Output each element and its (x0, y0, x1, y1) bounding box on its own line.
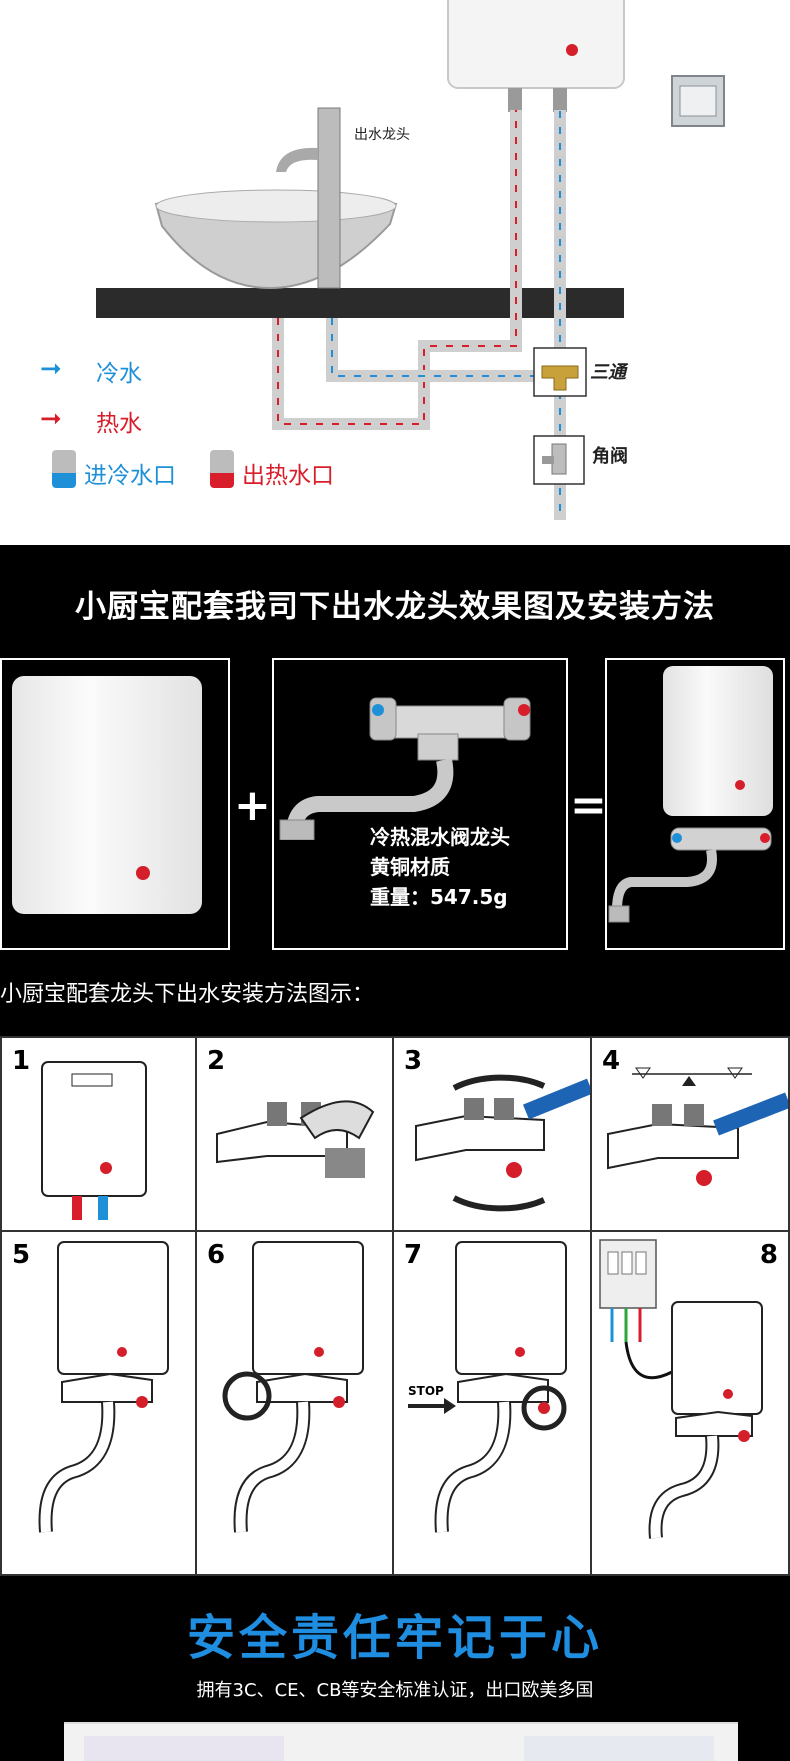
step-number: 4 (602, 1046, 621, 1076)
heater-panel (0, 658, 230, 950)
plus-sign: + (234, 780, 271, 831)
heater-image (12, 676, 202, 914)
step-8: 8 (590, 1230, 790, 1576)
step-1: 1 (0, 1036, 197, 1232)
step-2-illustration (216, 1100, 375, 1178)
stop-label: STOP (408, 1384, 444, 1398)
faucet-shape (317, 107, 341, 289)
step-4-illustration (607, 1067, 790, 1186)
legend-cold: ➞ 冷水 (40, 350, 340, 390)
step-1-illustration (41, 1061, 147, 1220)
faucet-panel: 冷热混水阀龙头 黄铜材质 重量：547.5g (272, 658, 568, 950)
step-number: 7 (404, 1240, 423, 1270)
promo-title-bar: 小厨宝配套我司下出水龙头效果图及安装方法 (0, 545, 790, 655)
hot-outlet-icon (210, 450, 234, 488)
cert-image-left (84, 1736, 284, 1761)
legend-cold-label: 冷水 (96, 361, 142, 387)
combo-panel (605, 658, 785, 950)
step-5: 5 (0, 1230, 197, 1576)
combo-indicator-icon (735, 780, 745, 790)
cold-arrow-icon: ➞ (40, 354, 62, 384)
step-3-illustration (415, 1074, 594, 1212)
cert-title: 安全责任牢记于心 (186, 1610, 603, 1666)
step-number: 8 (759, 1240, 778, 1270)
legend-hot-label: 热水 (96, 411, 142, 437)
legend-cold-inlet-label: 进冷水口 (84, 463, 176, 489)
angle-valve-label: 角阀 (592, 446, 628, 467)
step-8-illustration (599, 1239, 763, 1539)
step-6: 6 (195, 1230, 394, 1576)
legend-ports: 进冷水口 出热水口 (52, 450, 392, 494)
step-2: 2 (195, 1036, 394, 1232)
step-number: 6 (207, 1240, 226, 1270)
hot-arrow-icon: ➞ (40, 404, 62, 434)
install-caption: 小厨宝配套龙头下出水安装方法图示： (0, 982, 375, 1007)
faucet-label: 出水龙头 (354, 127, 410, 143)
promo-title: 小厨宝配套我司下出水龙头效果图及安装方法 (75, 589, 715, 625)
faucet-image (279, 697, 531, 840)
legend-hot-outlet-label: 出热水口 (242, 463, 334, 489)
step-number: 3 (404, 1046, 423, 1076)
combo-faucet-image (608, 827, 772, 923)
legend-hot: ➞ 热水 (40, 400, 340, 440)
install-steps-grid: 1 2 3 4 (0, 1036, 790, 1576)
step-number: 5 (12, 1240, 31, 1270)
faucet-desc-line: 冷热混水阀龙头 (370, 825, 510, 849)
equals-sign: = (570, 780, 607, 831)
cert-subtitle: 拥有3C、CE、CB等安全标准认证，出口欧美多国 (196, 1680, 594, 1701)
step-number: 2 (207, 1046, 226, 1076)
plumbing-diagram-illustration (96, 0, 725, 520)
cert-image-right (524, 1736, 714, 1761)
step-7-illustration (408, 1241, 567, 1533)
step-3: 3 (392, 1036, 594, 1232)
faucet-desc: 冷热混水阀龙头 黄铜材质 重量：547.5g (370, 822, 510, 912)
step-7: 7 STOP (392, 1230, 592, 1576)
cold-inlet-icon (52, 450, 76, 488)
water-heater-shape (447, 0, 625, 89)
combo-heater-image (663, 666, 773, 816)
step-number: 1 (12, 1046, 31, 1076)
installation-diagram: 出水龙头 三通 角阀 ➞ 冷水 ➞ 热水 进冷水口 出热水口 (0, 0, 790, 545)
faucet-desc-line: 重量：547.5g (370, 885, 508, 909)
tee-label: 三通 (590, 362, 626, 383)
heater-indicator-icon (136, 866, 150, 880)
cert-section: 安全责任牢记于心 拥有3C、CE、CB等安全标准认证，出口欧美多国 (0, 1576, 790, 1761)
heater-indicator-light (566, 44, 578, 56)
countertop-shape (96, 288, 624, 318)
step-6-illustration (222, 1241, 364, 1533)
cert-image-strip (64, 1722, 738, 1761)
step-4: 4 (590, 1036, 790, 1232)
step-5-illustration (38, 1241, 169, 1533)
faucet-desc-line: 黄铜材质 (370, 855, 450, 879)
